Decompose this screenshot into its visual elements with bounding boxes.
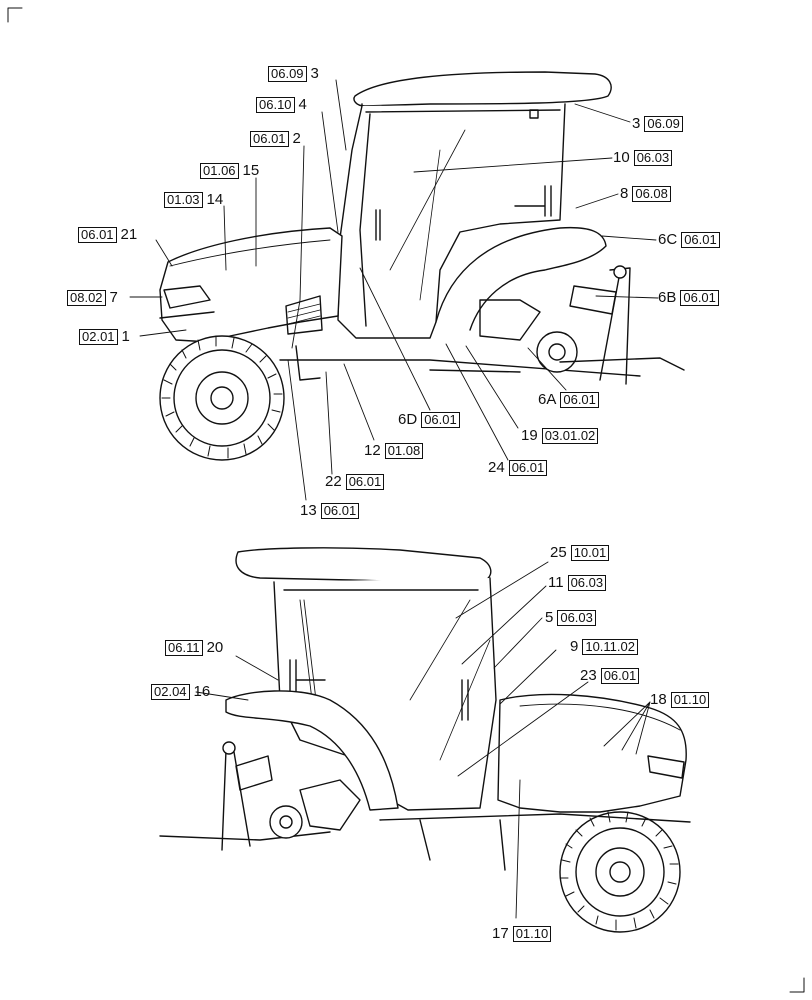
front-wheel-top [159, 335, 285, 461]
tractor-bottom-illustration [159, 547, 691, 933]
leader-lines [129, 79, 659, 919]
tractor-top-illustration [159, 71, 685, 461]
front-wheel-bottom [559, 811, 681, 933]
